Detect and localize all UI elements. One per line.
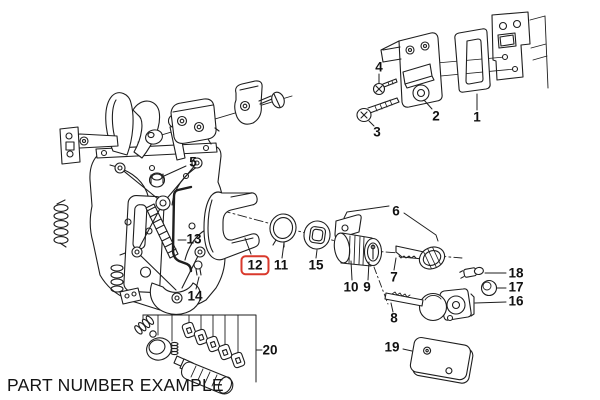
latch-spring-bottom xyxy=(111,265,123,292)
part-label-6[interactable]: 6 xyxy=(392,203,400,219)
leader-lines xyxy=(164,74,506,351)
part-label-7[interactable]: 7 xyxy=(390,269,398,285)
part-label-11[interactable]: 11 xyxy=(273,257,289,273)
repair-kit xyxy=(133,315,256,395)
part-label-8[interactable]: 8 xyxy=(390,310,398,326)
part-label-1[interactable]: 1 xyxy=(473,109,481,125)
part-label-5[interactable]: 5 xyxy=(189,154,197,170)
part-label-15[interactable]: 15 xyxy=(308,257,324,273)
part-label-20[interactable]: 20 xyxy=(262,342,278,358)
caption: PART NUMBER EXAMPLE xyxy=(7,375,224,395)
key-lamp-assembly xyxy=(385,266,497,320)
part-label-4[interactable]: 4 xyxy=(375,59,383,75)
part-label-12-highlighted[interactable]: 12 xyxy=(240,255,270,275)
latch-spring-left xyxy=(54,200,68,247)
buffer-assembly xyxy=(144,81,286,187)
cover-plate xyxy=(409,336,475,384)
part-label-3[interactable]: 3 xyxy=(373,124,381,140)
part-label-17[interactable]: 17 xyxy=(508,279,524,295)
part-label-9[interactable]: 9 xyxy=(363,279,371,295)
part-label-13[interactable]: 13 xyxy=(186,231,202,247)
part-label-14[interactable]: 14 xyxy=(187,288,203,304)
part-label-2[interactable]: 2 xyxy=(432,108,440,124)
tumbler-plates xyxy=(181,322,245,369)
lock-rod xyxy=(173,187,202,275)
striker-assembly xyxy=(357,12,548,122)
part-label-10[interactable]: 10 xyxy=(343,279,359,295)
lock-cylinder-row xyxy=(204,192,448,273)
part-label-18[interactable]: 18 xyxy=(508,265,524,281)
part-label-16[interactable]: 16 xyxy=(508,293,524,309)
part-label-19[interactable]: 19 xyxy=(384,339,400,355)
